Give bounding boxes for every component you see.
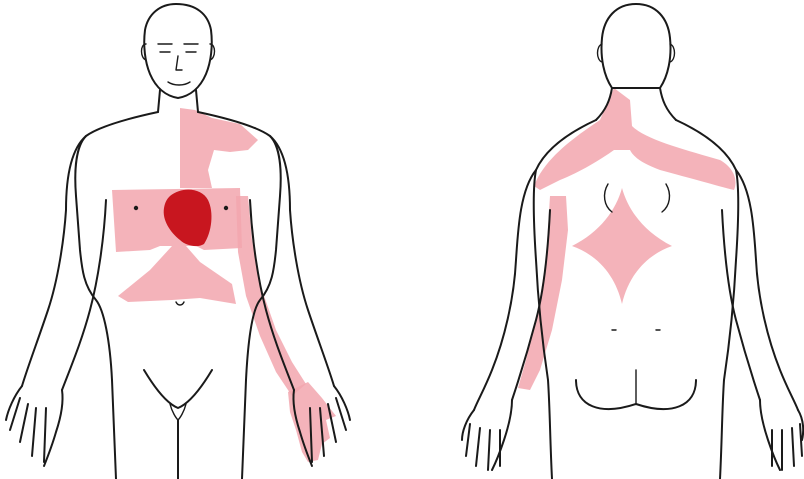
body-figure-back: [400, 0, 804, 479]
navel: [176, 302, 184, 305]
pain-zone-arm-back: [518, 196, 568, 390]
arm-right-inner-front: [62, 200, 106, 390]
leg-left-front: [242, 380, 246, 479]
mouth: [168, 82, 190, 85]
referred-pain-zones-front: [112, 108, 336, 462]
groin-front: [170, 404, 186, 420]
arm-right-outer-front: [22, 136, 86, 386]
head-back: [601, 4, 670, 88]
nose: [176, 56, 182, 70]
arm-left-outer-back: [736, 170, 798, 410]
scapula-right: [605, 184, 612, 212]
scapula-left: [662, 184, 669, 212]
hand-left-back: [760, 400, 803, 470]
leg-right-front: [112, 380, 116, 479]
pain-zone-interscapular: [572, 188, 672, 304]
neck-right-front: [158, 90, 160, 112]
neck-left-back: [660, 88, 676, 120]
pain-zone-epigastric: [118, 246, 236, 304]
pain-zone-neck-left-shoulder: [180, 108, 258, 188]
body-front-svg: [0, 0, 400, 479]
hand-right-front: [6, 386, 63, 466]
hand-right-back: [462, 400, 512, 470]
nipple-left: [224, 206, 228, 210]
pelvis-line-front: [144, 370, 212, 408]
referred-pain-zones-back: [518, 88, 735, 390]
neck-left-front: [196, 90, 198, 112]
body-figure-front: [0, 0, 400, 479]
head-front: [144, 4, 212, 98]
body-back-svg: [400, 0, 804, 479]
nipple-right: [134, 206, 138, 210]
